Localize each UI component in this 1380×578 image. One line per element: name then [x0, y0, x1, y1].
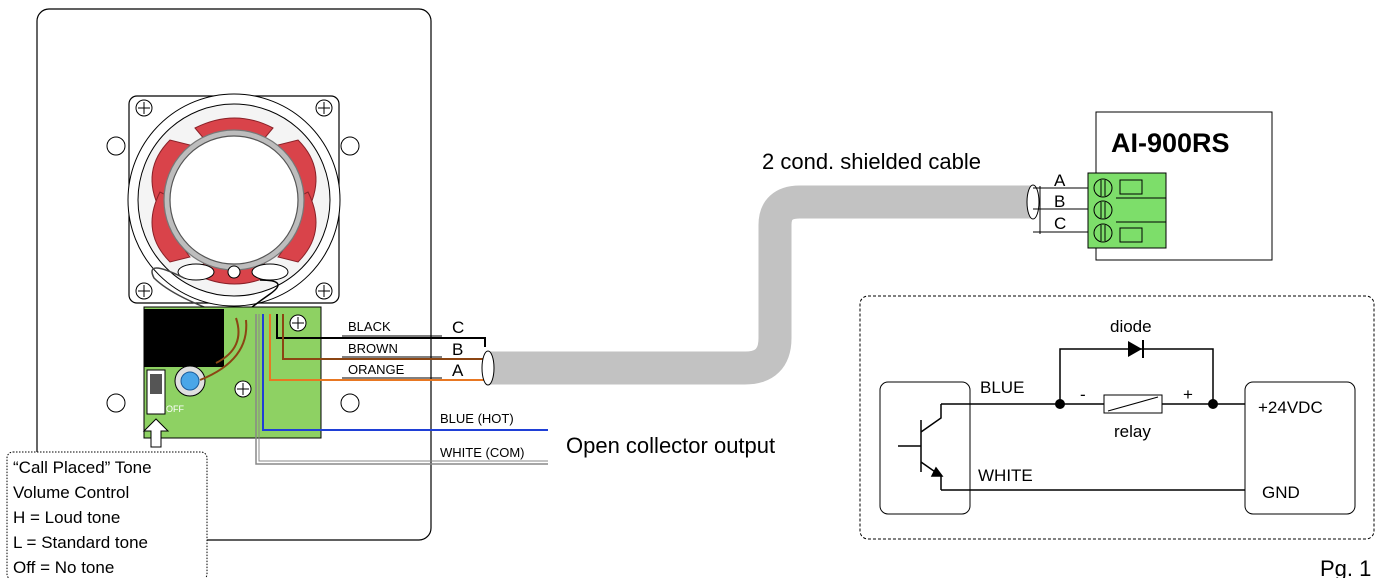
callout-line: Volume Control: [13, 483, 129, 502]
open-collector-label: Open collector output: [566, 433, 775, 458]
output-label-blue: BLUE (HOT): [440, 411, 514, 426]
relay-icon: [1103, 394, 1163, 414]
relay-plus: +: [1183, 385, 1193, 404]
wire-orange: [269, 314, 484, 381]
schematic-blue-label: BLUE: [980, 378, 1024, 397]
terminal-block: [1087, 172, 1167, 249]
tone-switch: OFF: [146, 369, 184, 415]
mounting-hole: [340, 393, 360, 413]
wire-label-orange: ORANGE: [348, 362, 405, 377]
screw-terminal-icon: [1093, 178, 1113, 243]
switch-off-label: OFF: [166, 404, 184, 414]
volume-callout-box: [6, 451, 208, 578]
wire-label-black: BLACK: [348, 319, 391, 334]
wire-terminal-c: C: [452, 318, 464, 337]
mounting-hole: [340, 136, 360, 156]
callout-arrow-icon: [142, 418, 170, 448]
diode-label: diode: [1110, 317, 1152, 336]
speaker: [127, 93, 341, 325]
callout-line: H = Loud tone: [13, 508, 120, 527]
screw-icon: [234, 314, 307, 398]
wire-blue: [262, 314, 548, 431]
screw-icon: [135, 99, 333, 300]
volume-knob: [174, 365, 206, 397]
wire-black: [276, 314, 486, 347]
callout-line: Off = No tone: [13, 558, 114, 577]
transistor-block: [879, 381, 971, 515]
callout-line: “Call Placed” Tone: [13, 458, 152, 477]
wire-white: [255, 314, 548, 465]
diode-icon: [1128, 340, 1144, 358]
callout-line: L = Standard tone: [13, 533, 148, 552]
mounting-hole: [106, 136, 126, 156]
unit-model-title: AI-900RS: [1111, 128, 1230, 158]
black-component: [144, 309, 224, 367]
supply-block: [1244, 381, 1356, 515]
mounting-hole: [106, 393, 126, 413]
terminal-label-b: B: [1054, 192, 1065, 211]
relay-label: relay: [1114, 422, 1151, 441]
shielded-cable: [488, 185, 1033, 385]
page-number: Pg. 1: [1320, 556, 1371, 578]
wire-terminal-a: A: [452, 361, 464, 380]
terminal-label-c: C: [1054, 214, 1066, 233]
gnd-label: GND: [1262, 483, 1300, 502]
wire-brown: [282, 314, 485, 360]
output-label-white: WHITE (COM): [440, 445, 524, 460]
relay-minus: -: [1080, 385, 1086, 404]
supply-label: +24VDC: [1258, 398, 1323, 417]
terminal-label-a: A: [1054, 171, 1066, 190]
wire-label-brown: BROWN: [348, 341, 398, 356]
junction-dot: [1055, 399, 1065, 409]
transistor-icon: [898, 404, 944, 490]
wire-terminal-b: B: [452, 340, 463, 359]
schematic-white-label: WHITE: [978, 466, 1033, 485]
cable-label: 2 cond. shielded cable: [762, 149, 981, 174]
junction-dot: [1208, 399, 1218, 409]
